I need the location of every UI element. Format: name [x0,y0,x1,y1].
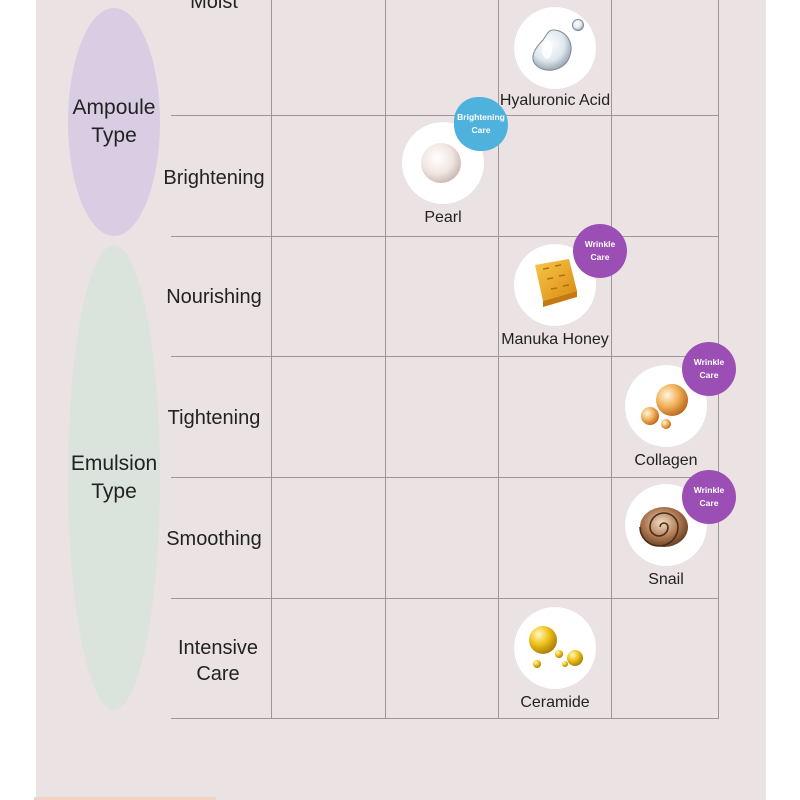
ingredient-label: Pearl [424,209,462,226]
brightening-care-badge: Brightening Care [454,97,508,151]
ingredient-label: Snail [648,571,684,588]
ingredient-hyaluronic-acid: Hyaluronic Acid [485,6,625,114]
grid-line [271,0,272,719]
row-label-intensive-care: Intensive Care [177,637,259,685]
grid-line [171,598,719,599]
bottom-accent-strip [34,797,216,800]
grid-line [611,0,612,719]
row-label-nourishing: Nourishing [166,286,262,308]
oil-droplets-icon [513,606,597,690]
emulsion-type-label: Emulsion Type [70,451,158,503]
grid-line [171,356,719,357]
row-label-moist: Moist [190,0,238,13]
ampoule-type-label: Ampoule Type [72,96,156,147]
ingredient-label: Hyaluronic Acid [499,92,611,109]
ampoule-type-oval: Ampoule Type [68,8,160,236]
ingredient-snail: Snail [596,483,736,593]
grid-line [171,236,719,237]
water-drop-icon [513,6,597,90]
ingredient-label: Ceramide [520,694,590,711]
grid-line [171,477,719,478]
honeycomb-icon [513,243,597,327]
grid-line [385,0,386,719]
row-label-smoothing: Smoothing [166,528,262,550]
snail-shell-icon [624,483,708,567]
ingredient-ceramide: Ceramide [485,606,625,716]
wrinkle-care-badge: Wrinkle Care [682,342,736,396]
ingredient-manuka-honey: Manuka Honey [485,243,625,353]
emulsion-type-oval: Emulsion Type [68,245,160,710]
row-label-brightening: Brightening [163,167,265,189]
ingredient-label: Manuka Honey [501,331,609,348]
grid-line [171,115,719,116]
wrinkle-care-badge: Wrinkle Care [573,224,627,278]
ingredient-label: Collagen [634,452,698,469]
wrinkle-care-badge: Wrinkle Care [682,470,736,524]
row-label-tightening: Tightening [167,407,261,429]
grid-line [171,718,719,719]
grid-line [498,0,499,719]
